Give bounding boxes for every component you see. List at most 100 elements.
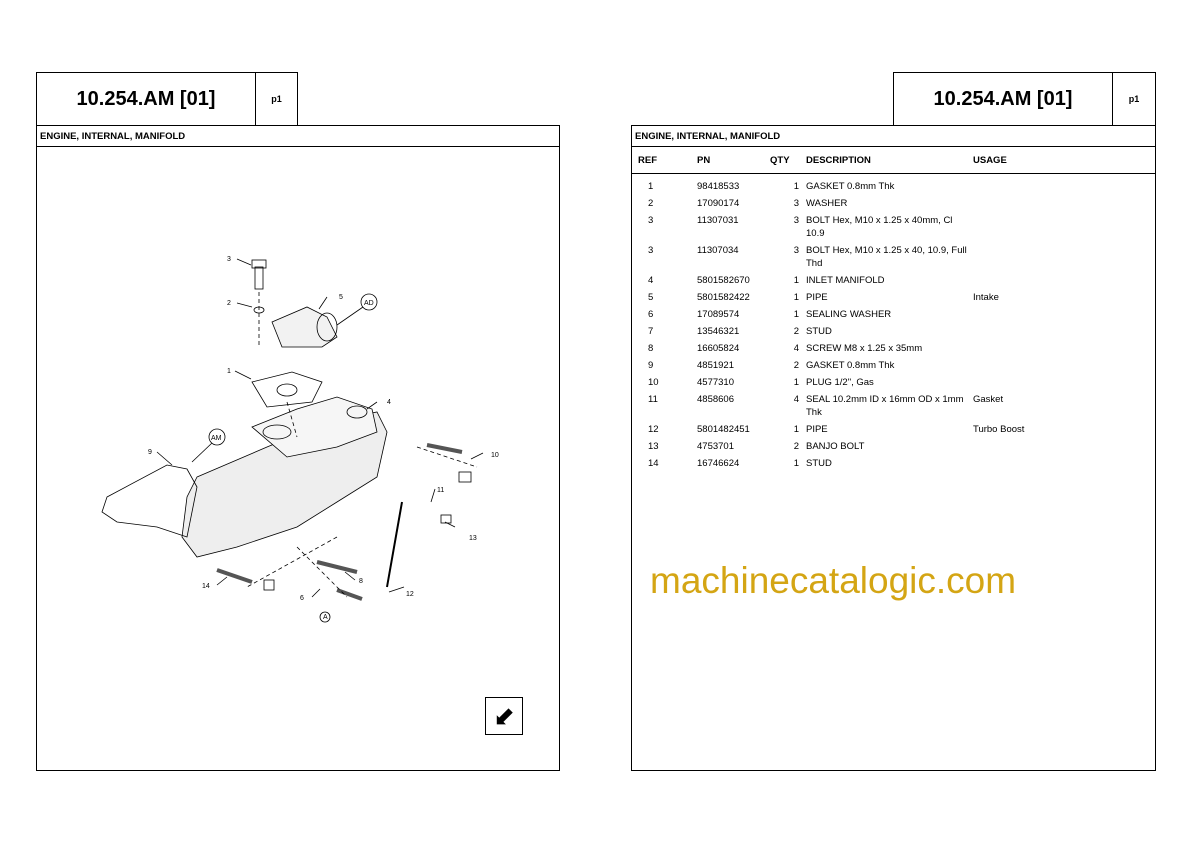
callout-2: 2 [227, 300, 231, 307]
table-row: 10 4577310 1 PLUG 1/2", Gas [638, 374, 1150, 391]
callout-13: 13 [469, 535, 477, 542]
diagram-panel: 3 2 5 1 4 9 10 11 13 14 6 8 12 AD AM A ⬋ [36, 146, 560, 771]
cell-usage [973, 438, 1150, 455]
cell-description: SEAL 10.2mm ID x 16mm OD x 1mm Thk [806, 394, 964, 418]
cell-usage [973, 306, 1150, 323]
callout-AD: AD [364, 300, 374, 307]
cell-pn: 11307034 [697, 245, 739, 256]
cell-usage [973, 195, 1150, 212]
cell-usage [973, 212, 1150, 242]
cell-qty: 4 [793, 343, 799, 354]
cell-pn: 5801482451 [697, 424, 750, 435]
callout-3: 3 [227, 256, 231, 263]
cell-pn: 16605824 [697, 343, 740, 354]
callout-4: 4 [387, 399, 391, 406]
cell-usage [973, 340, 1150, 357]
parts-list-panel [631, 146, 1156, 771]
callout-1: 1 [227, 368, 231, 375]
cell-description: BOLT Hex, M10 x 1.25 x 40, 10.9, Full Th… [806, 245, 967, 269]
cell-description: SCREW M8 x 1.25 x 35mm [806, 343, 923, 354]
cell-usage [973, 272, 1150, 289]
cell-ref: 5 [648, 292, 654, 303]
left-page-code: 10.254.AM [01] [36, 72, 256, 126]
cell-description: BOLT Hex, M10 x 1.25 x 40mm, Cl 10.9 [806, 215, 953, 239]
cell-description: INLET MANIFOLD [806, 275, 885, 286]
cell-usage: Intake [973, 292, 999, 303]
cell-ref: 10 [648, 377, 659, 388]
cell-qty: 3 [793, 198, 799, 209]
cell-description: SEALING WASHER [806, 309, 892, 320]
callout-12: 12 [406, 591, 414, 598]
left-section-title: ENGINE, INTERNAL, MANIFOLD [36, 125, 560, 147]
cell-qty: 2 [793, 326, 799, 337]
cell-pn: 17090174 [697, 198, 740, 209]
table-row: 4 5801582670 1 INLET MANIFOLD [638, 272, 1150, 289]
cell-qty: 1 [793, 458, 799, 469]
header-ref: REF [638, 154, 657, 166]
cell-qty: 1 [793, 181, 799, 192]
cell-usage [973, 173, 1150, 195]
left-page-number: p1 [255, 72, 298, 126]
cell-qty: 4 [793, 394, 799, 405]
cell-ref: 1 [648, 181, 654, 192]
right-section-title: ENGINE, INTERNAL, MANIFOLD [631, 125, 1156, 147]
cell-usage [973, 357, 1150, 374]
header-description: DESCRIPTION [806, 154, 871, 166]
cell-ref: 3 [648, 245, 654, 256]
watermark: machinecatalogic.com [650, 560, 1017, 601]
cell-description: PLUG 1/2", Gas [806, 377, 874, 388]
cell-usage [973, 242, 1150, 272]
cell-description: STUD [806, 326, 832, 337]
cell-description: GASKET 0.8mm Thk [806, 181, 895, 192]
cell-qty: 1 [793, 275, 799, 286]
cell-pn: 4851921 [697, 360, 734, 371]
cell-usage [973, 455, 1150, 472]
cell-qty: 1 [793, 292, 799, 303]
cell-pn: 4753701 [697, 441, 734, 452]
cell-pn: 4577310 [697, 377, 734, 388]
callout-5: 5 [339, 294, 343, 301]
cell-usage: Gasket [973, 394, 1004, 405]
callout-AM: AM [211, 435, 222, 442]
cell-pn: 16746624 [697, 458, 740, 469]
table-row: 8 16605824 4 SCREW M8 x 1.25 x 35mm [638, 340, 1150, 357]
cell-ref: 14 [648, 458, 659, 469]
callout-A: A [323, 614, 328, 621]
callout-10: 10 [491, 452, 499, 459]
cell-description: PIPE [806, 424, 828, 435]
callout-6: 6 [300, 595, 304, 602]
table-row: 3 11307034 3 BOLT Hex, M10 x 1.25 x 40, 10.… [638, 242, 1150, 272]
cell-qty: 1 [793, 424, 799, 435]
cell-description: BANJO BOLT [806, 441, 865, 452]
cell-ref: 2 [648, 198, 654, 209]
cell-ref: 8 [648, 343, 654, 354]
cell-qty: 2 [793, 360, 799, 371]
right-page-number: p1 [1112, 72, 1156, 126]
cell-qty: 3 [793, 245, 799, 256]
cell-usage [973, 323, 1150, 340]
header-qty: QTY [770, 154, 790, 166]
header-pn: PN [697, 154, 711, 166]
manifold-exploded-diagram: 3 2 5 1 4 9 10 11 13 14 6 8 12 AD AM A [101, 256, 499, 623]
cell-description: PIPE [806, 292, 828, 303]
callout-14: 14 [202, 583, 210, 590]
cell-ref: 4 [648, 275, 654, 286]
cell-qty: 1 [793, 377, 799, 388]
cell-qty: 1 [793, 309, 799, 320]
cell-ref: 9 [648, 360, 654, 371]
cell-pn: 4858606 [697, 394, 734, 405]
cell-qty: 2 [793, 441, 799, 452]
next-page-arrow-button[interactable]: ⬋ [485, 697, 523, 735]
callout-8: 8 [359, 578, 363, 585]
cell-pn: 5801582670 [697, 275, 750, 286]
